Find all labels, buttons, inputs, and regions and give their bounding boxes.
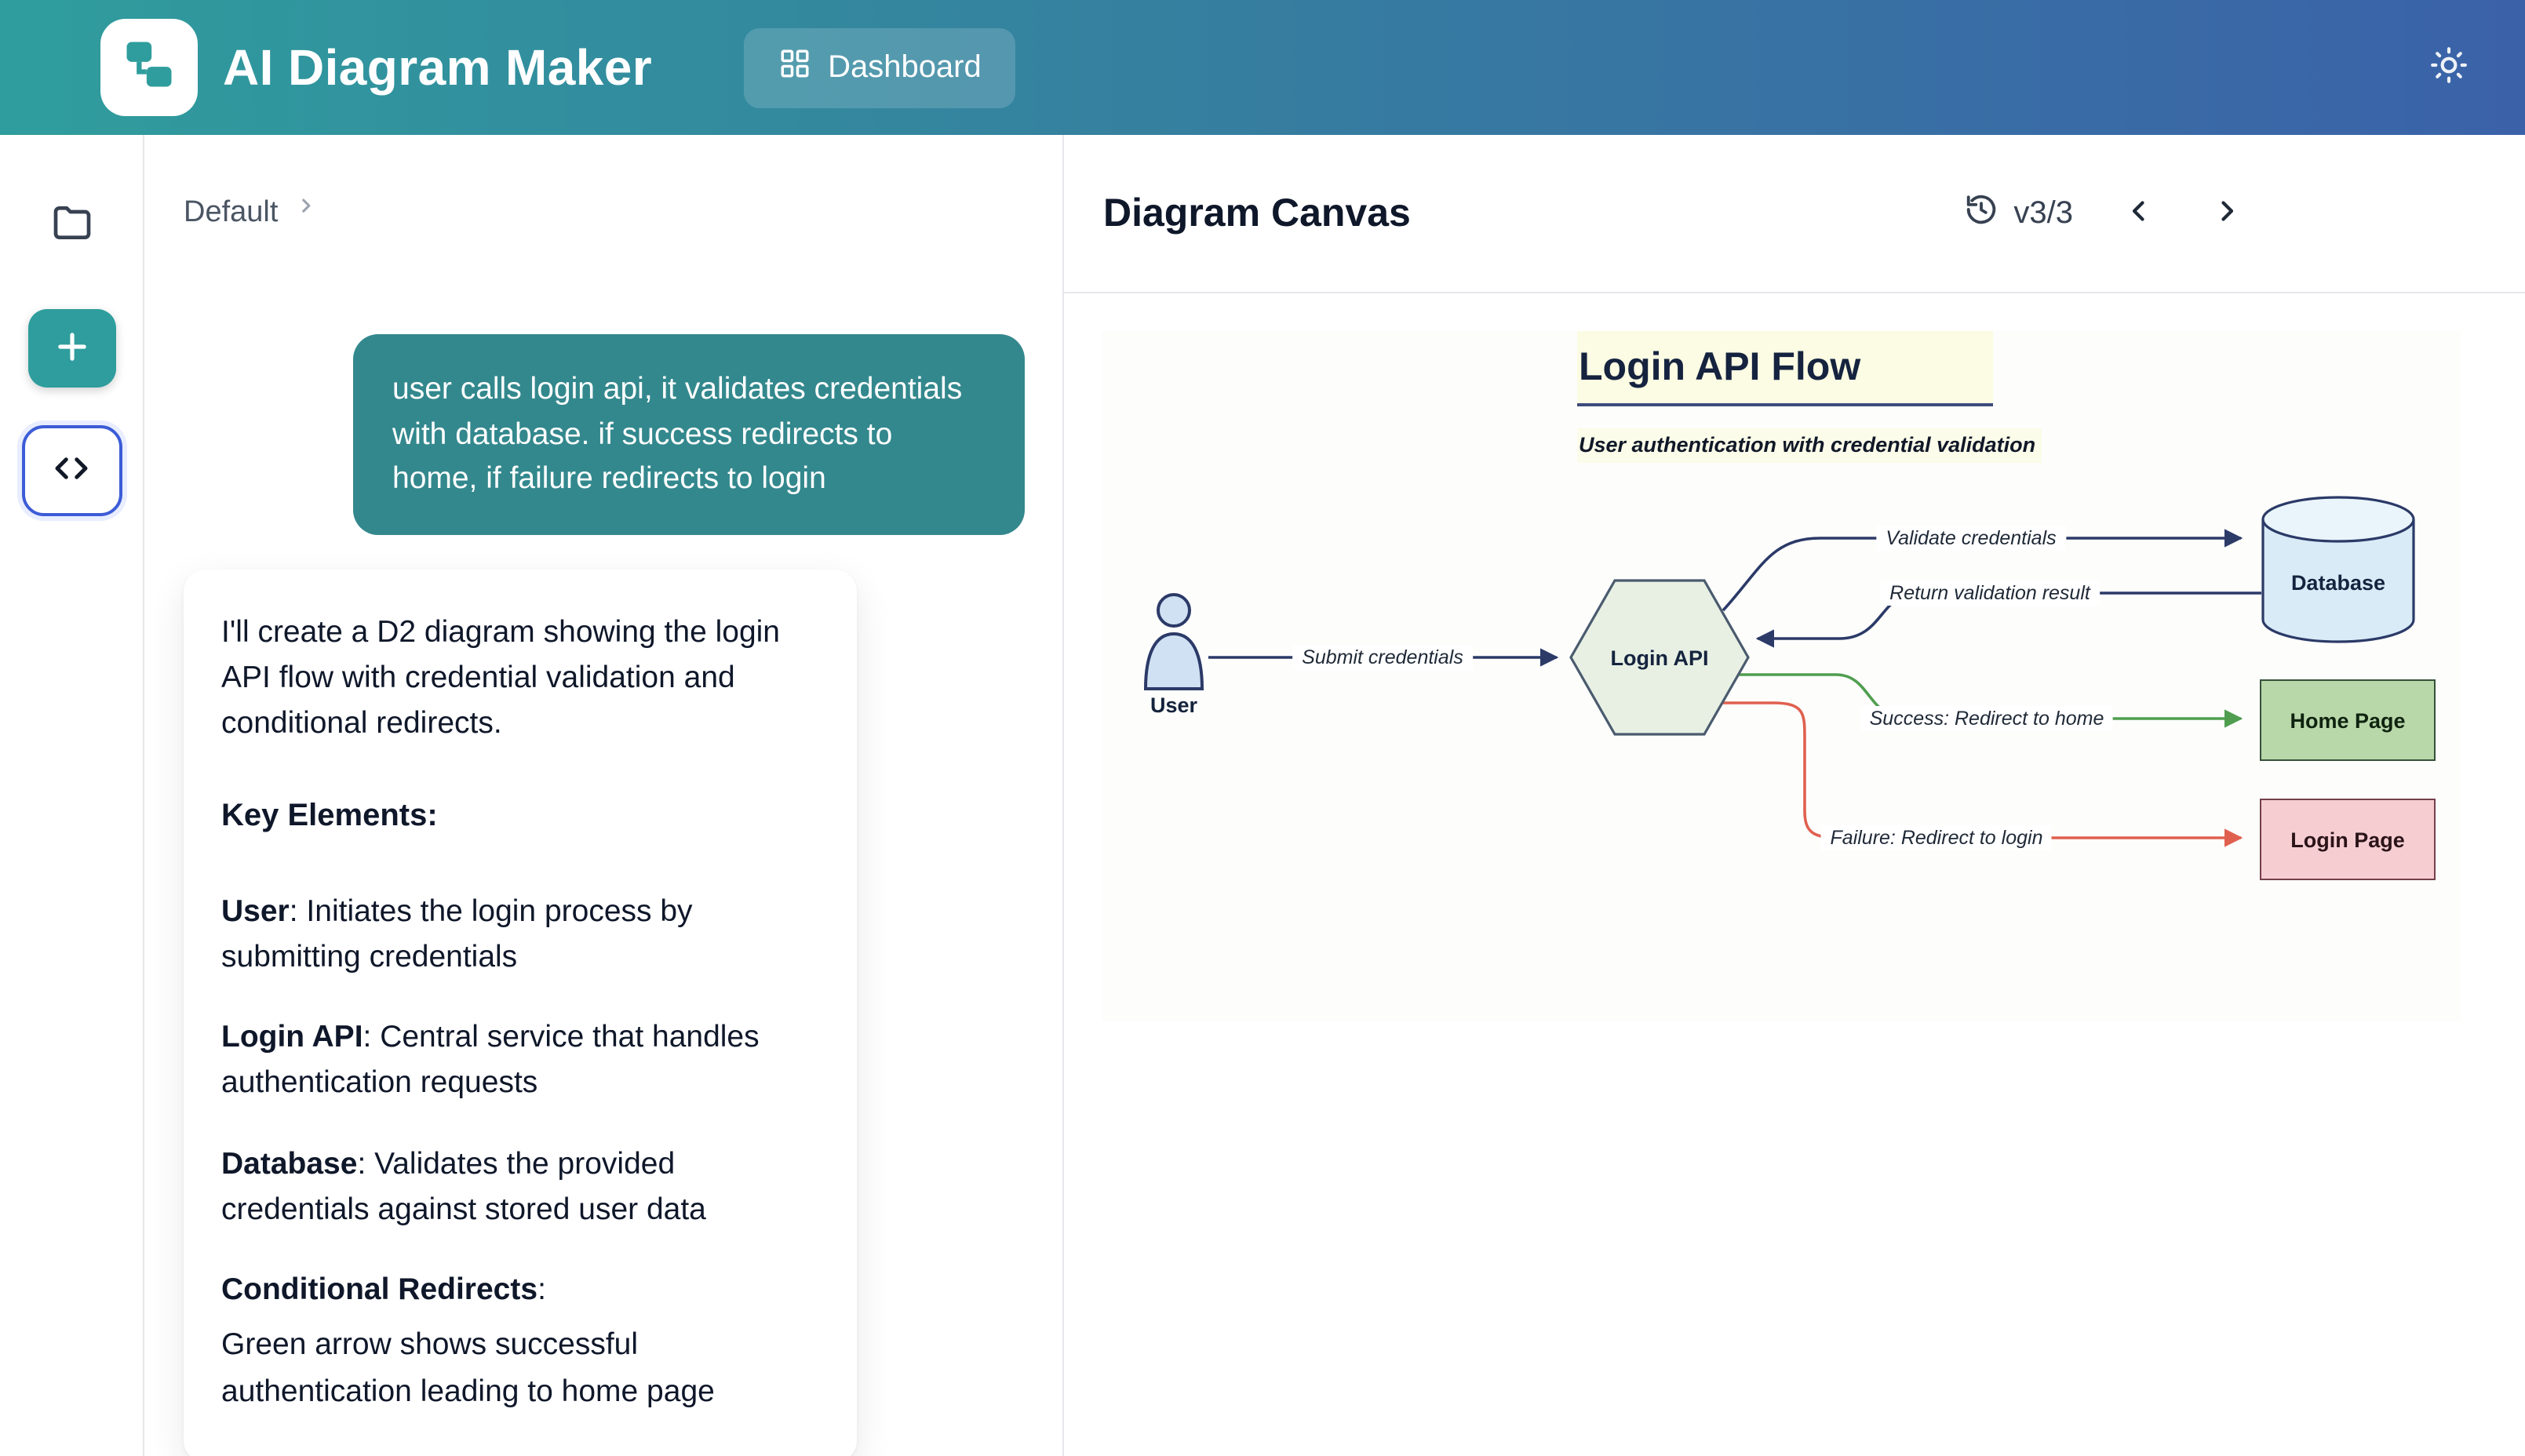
chat-panel: Default user calls login api, it validat…	[144, 135, 1064, 1456]
person-icon	[1139, 593, 1208, 698]
conditional-redirects-term: Conditional Redirects	[221, 1272, 538, 1308]
edge-label-success-redirect: Success: Redirect to home	[1860, 706, 2114, 731]
key-element-term: User	[221, 894, 290, 929]
plus-icon	[51, 326, 92, 371]
assistant-intro: I'll create a D2 diagram showing the log…	[221, 614, 780, 741]
app-header: AI Diagram Maker Dashboard	[0, 0, 2525, 135]
diagram-subtitle: User authentication with credential vali…	[1577, 428, 2042, 463]
key-element-item: User: Initiates the login process by sub…	[221, 889, 819, 981]
app-title: AI Diagram Maker	[223, 38, 653, 95]
user-message-row: user calls login api, it validates crede…	[184, 334, 1025, 535]
dashboard-button[interactable]: Dashboard	[743, 27, 1016, 107]
key-elements-heading: Key Elements:	[221, 798, 438, 833]
chevron-left-icon	[2123, 195, 2156, 232]
breadcrumb-folder-link[interactable]: Default	[184, 195, 279, 228]
key-element-desc: : Initiates the login process by submitt…	[221, 894, 693, 974]
breadcrumb: Default	[184, 195, 1025, 231]
sun-icon	[2429, 46, 2469, 89]
node-login-page[interactable]: Login Page	[2260, 799, 2436, 880]
node-home-page-label: Home Page	[2290, 708, 2406, 732]
node-login-api-label: Login API	[1610, 646, 1709, 669]
canvas-header: Diagram Canvas v3/3	[1064, 135, 2525, 292]
database-cylinder-shape	[2261, 496, 2415, 643]
version-indicator: v3/3	[1963, 191, 2073, 236]
diagram-viewport[interactable]: Login API Flow User authentication with …	[1064, 293, 2525, 1456]
folders-button[interactable]	[49, 201, 93, 249]
history-icon	[1963, 191, 1999, 236]
next-version-button[interactable]	[2194, 185, 2258, 242]
node-login-page-label: Login Page	[2290, 828, 2405, 851]
key-element-desc: : Central service that handles authentic…	[221, 1020, 760, 1101]
edge-label-return-validation-result: Return validation result	[1880, 581, 2100, 606]
key-element-term: Login API	[221, 1020, 363, 1055]
edge-label-validate-credentials: Validate credentials	[1876, 526, 2066, 551]
assistant-message-card: I'll create a D2 diagram showing the log…	[184, 569, 857, 1456]
node-login-api[interactable]: Login API	[1569, 579, 1750, 736]
code-view-button[interactable]	[21, 425, 122, 516]
conditional-redirects-heading: Conditional Redirects:	[221, 1268, 819, 1314]
folder-icon	[49, 201, 93, 249]
diagram-logo-icon	[119, 34, 179, 101]
node-database-label: Database	[2290, 571, 2386, 595]
new-diagram-button[interactable]	[27, 309, 115, 388]
node-user-label: User	[1150, 693, 1198, 717]
key-element-desc: : Validates the provided credentials aga…	[221, 1146, 706, 1227]
dashboard-grid-icon	[778, 46, 811, 89]
breadcrumb-chevron-icon	[293, 195, 320, 231]
node-home-page[interactable]: Home Page	[2260, 679, 2436, 761]
code-icon	[50, 447, 93, 494]
divider	[1064, 292, 2525, 293]
edge-label-submit-credentials: Submit credentials	[1292, 645, 1473, 670]
sidebar-rail	[0, 135, 144, 1456]
key-element-item: Login API: Central service that handles …	[221, 1015, 819, 1107]
canvas-panel: Diagram Canvas v3/3	[1064, 135, 2525, 1456]
user-message-bubble: user calls login api, it validates crede…	[353, 334, 1025, 535]
app-body: Default user calls login api, it validat…	[0, 135, 2525, 1456]
conditional-redirects-colon: :	[537, 1272, 546, 1308]
canvas-title: Diagram Canvas	[1103, 191, 1411, 235]
previous-version-button[interactable]	[2108, 185, 2172, 242]
canvas-controls: v3/3	[1963, 185, 2258, 242]
version-label: v3/3	[2013, 195, 2073, 230]
key-element-item: Database: Validates the provided credent…	[221, 1141, 819, 1233]
dashboard-button-label: Dashboard	[828, 49, 982, 84]
edge-label-failure-redirect: Failure: Redirect to login	[1820, 825, 2053, 850]
node-user[interactable]	[1139, 592, 1208, 692]
hexagon-shape	[1569, 579, 1750, 736]
conditional-redirects-text: Green arrow shows successful authenticat…	[221, 1327, 715, 1409]
app-logo	[100, 19, 198, 116]
diagram-title: Login API Flow	[1577, 331, 1993, 406]
key-element-term: Database	[221, 1146, 358, 1181]
chevron-right-icon	[2210, 195, 2243, 232]
theme-toggle-button[interactable]	[2420, 36, 2478, 99]
node-database[interactable]: Database	[2261, 496, 2415, 643]
